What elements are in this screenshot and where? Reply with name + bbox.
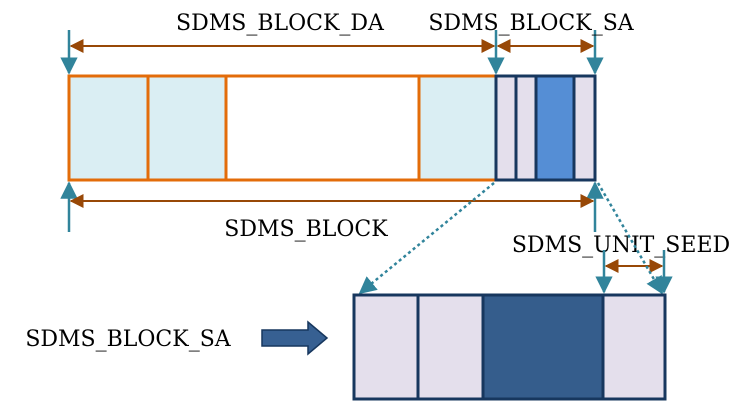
sa-cell-2: [514, 74, 538, 182]
da-cell-1: [67, 74, 150, 182]
sa-cell-3: [534, 74, 576, 182]
label-block: SDMS_BLOCK: [224, 217, 388, 242]
sdms-block-sa-zoomed: [352, 293, 667, 401]
zoom-connectors: [358, 182, 664, 295]
label-block-sa-top: SDMS_BLOCK_SA: [428, 11, 634, 36]
sa-cell-4: [572, 74, 597, 182]
sdms-block: [67, 74, 597, 182]
da-cell-3: [224, 74, 421, 182]
zoom-cell-1: [352, 293, 420, 401]
da-cell-2: [146, 74, 228, 182]
zoom-left-connector: [358, 182, 495, 295]
block-arrow-right: [261, 320, 329, 356]
sa-cell-1: [494, 74, 518, 182]
zoom-cell-3: [481, 293, 605, 401]
label-unit-seed: SDMS_UNIT_SEED: [512, 233, 730, 258]
unit-seed-markers: [595, 250, 673, 294]
dimension-arrows: [69, 39, 664, 273]
label-block-sa-zoom: SDMS_BLOCK_SA: [25, 327, 231, 352]
label-block-da: SDMS_BLOCK_DA: [176, 11, 385, 36]
zoom-cell-2: [416, 293, 485, 401]
da-cell-4: [417, 74, 498, 182]
zoom-cell-4: [601, 293, 667, 401]
boundary-markers: [60, 30, 604, 232]
